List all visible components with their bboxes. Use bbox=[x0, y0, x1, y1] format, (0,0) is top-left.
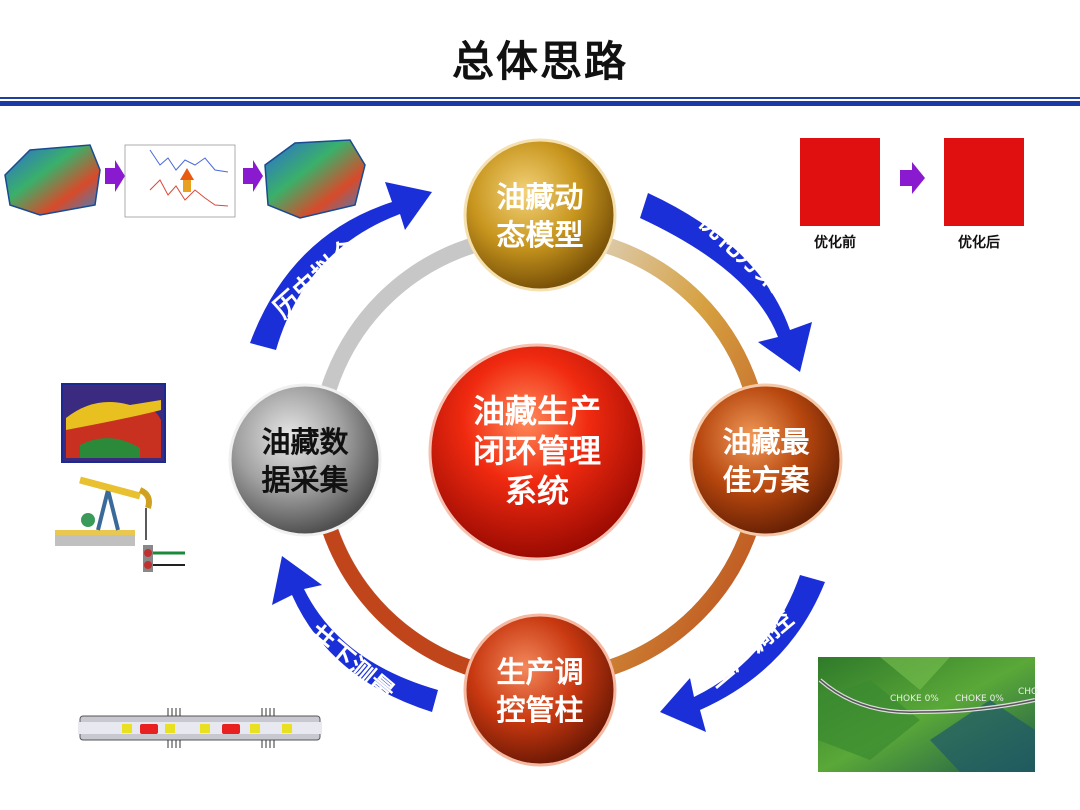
optimize-before-label: 优化前 bbox=[814, 235, 856, 251]
node-left-line2: 据采集 bbox=[261, 463, 349, 497]
node-best-plan bbox=[689, 383, 843, 537]
choke-label-3: CHO bbox=[1018, 687, 1038, 697]
choke-illustration: CHOKE 0% CHOKE 0% CHO bbox=[818, 657, 1038, 772]
node-top-line1: 油藏动 bbox=[496, 180, 583, 214]
choke-label-1: CHOKE 0% bbox=[890, 694, 939, 704]
node-right-line2: 佳方案 bbox=[722, 463, 810, 497]
purple-arrow-icon bbox=[243, 160, 263, 192]
node-bottom-line2: 控管柱 bbox=[496, 693, 583, 727]
arrow-history-match bbox=[250, 182, 432, 350]
center-line1: 油藏生产 bbox=[473, 392, 601, 430]
history-chart bbox=[124, 144, 236, 218]
node-left-line1: 油藏数 bbox=[261, 425, 349, 459]
center-node bbox=[428, 343, 646, 561]
data-collection-illustration bbox=[55, 383, 185, 572]
wellhead-icon bbox=[143, 545, 185, 572]
purple-arrow-icon bbox=[105, 160, 125, 192]
node-data-collection bbox=[228, 383, 382, 537]
node-right-line1: 油藏最 bbox=[722, 425, 809, 459]
downhole-tool-illustration bbox=[78, 708, 322, 748]
optimize-before-image bbox=[800, 138, 880, 226]
optimize-after-image bbox=[944, 138, 1024, 226]
arrow-production-control bbox=[660, 575, 825, 732]
reservoir-map-after bbox=[265, 140, 365, 218]
center-line2: 闭环管理 bbox=[473, 432, 601, 470]
node-top-line2: 态模型 bbox=[496, 218, 583, 252]
arrow-label-measure: 井下测量 bbox=[301, 619, 400, 709]
reservoir-map-before bbox=[5, 145, 100, 215]
page-title: 总体思路 bbox=[451, 37, 628, 86]
node-control-string bbox=[463, 613, 617, 767]
title-rule-thin bbox=[0, 97, 1080, 99]
history-match-illustration bbox=[4, 139, 366, 219]
arrow-optimize-plan bbox=[640, 193, 812, 372]
choke-label-2: CHOKE 0% bbox=[955, 694, 1004, 704]
title-rule-thick bbox=[0, 101, 1080, 106]
optimize-after-label: 优化后 bbox=[958, 235, 1000, 251]
node-bottom-line1: 生产调 bbox=[496, 655, 583, 689]
center-line3: 系统 bbox=[505, 472, 569, 510]
purple-arrow-icon bbox=[900, 162, 925, 194]
arrow-downhole-measure bbox=[272, 556, 438, 712]
pumpjack-icon bbox=[55, 476, 152, 546]
optimization-comparison bbox=[800, 138, 1024, 226]
node-dynamic-model bbox=[463, 138, 617, 292]
